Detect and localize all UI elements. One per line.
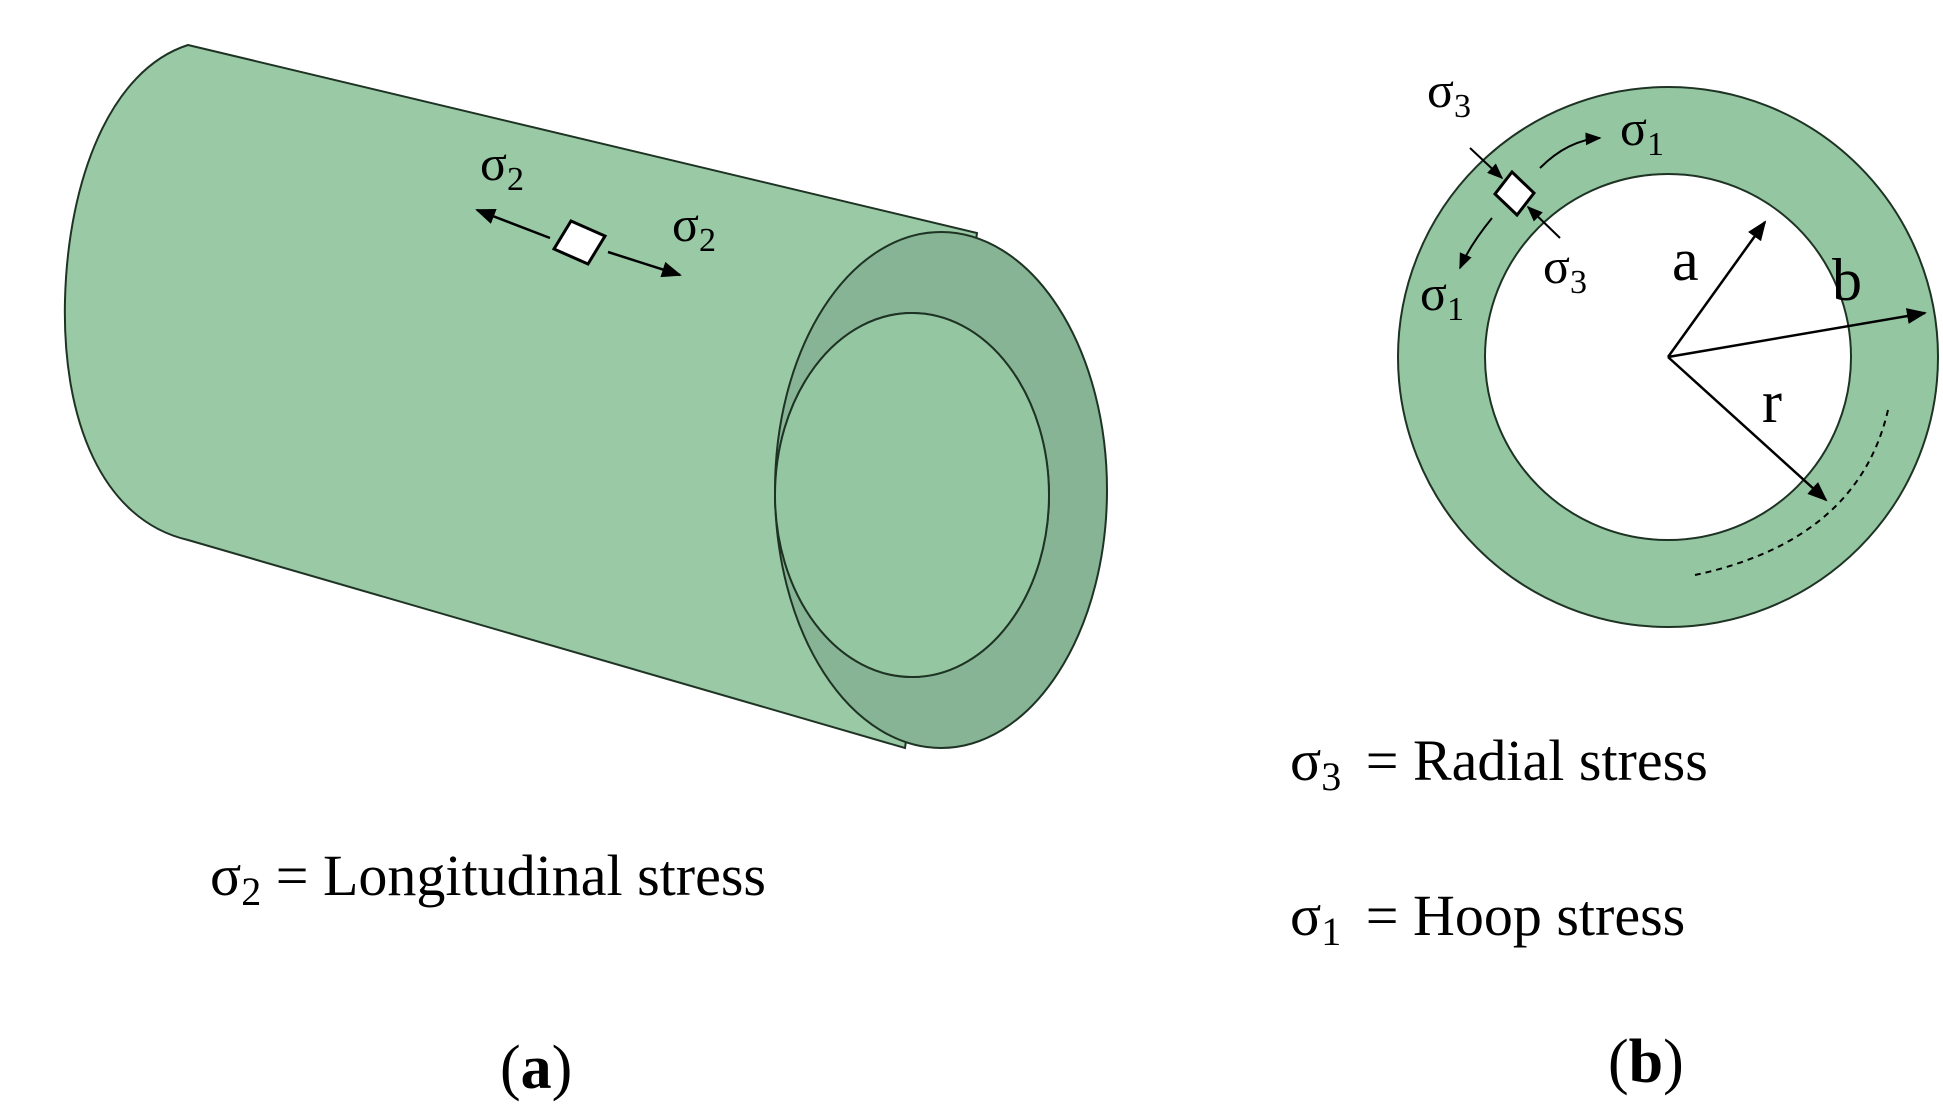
sigma1-arrow-upper (1539, 132, 1602, 169)
hoop-stress-legend: σ1 = Hoop stress (1290, 883, 1685, 954)
label-a: a (1672, 227, 1699, 293)
ring-cross-section (1396, 86, 1940, 628)
sigma3-label-top: σ3 (1427, 62, 1471, 125)
dashed-arc (1694, 409, 1889, 576)
radius-a-arrow (1666, 220, 1767, 358)
panel-b-cross-section: σ3 σ1 σ3 σ1 a b r σ3 = Radial stress σ1 … (1290, 62, 1940, 1096)
radius-r-arrow (1667, 356, 1828, 502)
label-b: b (1832, 247, 1862, 313)
sigma2-arrow-right (607, 250, 682, 278)
longitudinal-element (551, 219, 608, 266)
caption-b: (b) (1608, 1028, 1684, 1096)
sigma1-label-bottom: σ1 (1420, 265, 1464, 328)
radius-b-arrow (1667, 308, 1927, 359)
longitudinal-stress-legend: σ2 = Longitudinal stress (210, 843, 766, 914)
sigma3-label-bottom: σ3 (1543, 238, 1587, 301)
sigma2-label-right: σ2 (672, 196, 716, 259)
caption-a: (a) (500, 1034, 572, 1102)
sigma3-arrow-bottom (1526, 205, 1561, 239)
sigma1-arrow-lower (1459, 217, 1493, 270)
sigma2-label-left: σ2 (480, 135, 524, 198)
hoop-element (1492, 169, 1537, 218)
pipe-body (63, 43, 979, 750)
radial-stress-legend: σ3 = Radial stress (1290, 728, 1708, 799)
pipe-bore (774, 312, 1050, 678)
panel-a-pipe: σ2 σ2 σ2 = Longitudinal stress (a) (63, 43, 1109, 1102)
sigma3-arrow-top (1469, 147, 1504, 180)
sigma1-label-top: σ1 (1620, 100, 1664, 163)
label-r: r (1762, 369, 1782, 435)
sigma2-arrow-left (475, 208, 551, 240)
